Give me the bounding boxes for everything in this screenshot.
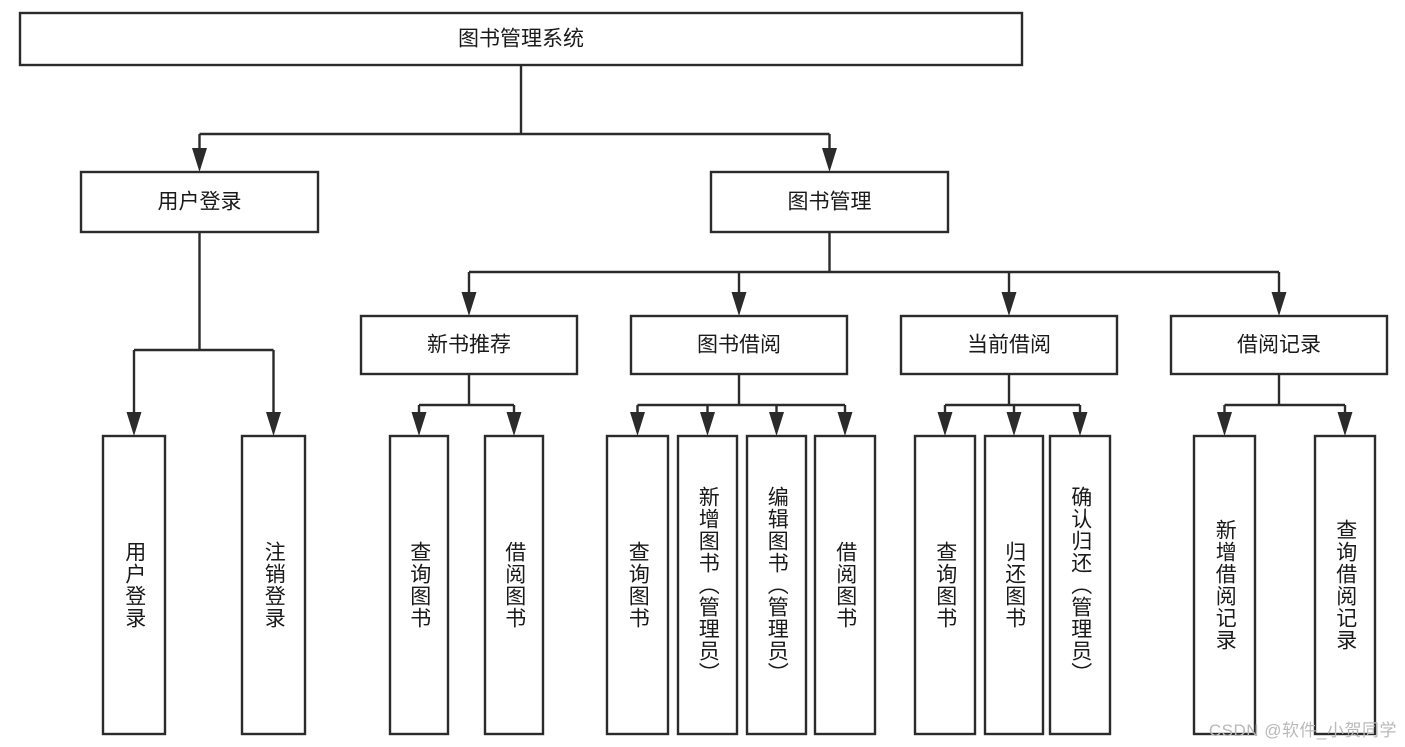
- leaf-node-5[interactable]: [676, 434, 739, 736]
- g-新书推荐-arrow-0: [411, 412, 427, 436]
- leaf-node-9[interactable]: [983, 434, 1045, 736]
- book-mgmt-arrow-0: [461, 292, 477, 316]
- leaf-node-6[interactable]: [745, 434, 808, 736]
- g-当前借阅-arrow-1: [1006, 412, 1022, 436]
- leaf-node-0[interactable]: [101, 434, 167, 736]
- node-新书推荐-label: 新书推荐: [427, 334, 511, 357]
- leaf-node-1[interactable]: [240, 434, 307, 736]
- node-借阅记录[interactable]: [1169, 314, 1389, 376]
- user-login-arrow-0: [126, 412, 142, 436]
- leaf-node-3[interactable]: [483, 434, 545, 736]
- node-图书借阅-label: 图书借阅: [697, 334, 781, 357]
- g-图书借阅-arrow-0: [630, 412, 645, 436]
- node-图书借阅[interactable]: [629, 314, 849, 376]
- node-当前借阅-label: 当前借阅: [967, 334, 1051, 357]
- leaf-node-11[interactable]: [1192, 434, 1257, 736]
- node-图书管理[interactable]: [709, 170, 950, 234]
- g-图书借阅-arrow-1: [700, 412, 715, 436]
- leaf-node-12[interactable]: [1313, 434, 1377, 736]
- leaf-node-2[interactable]: [388, 434, 450, 736]
- leaf-node-7[interactable]: [813, 434, 877, 736]
- g-当前借阅-arrow-2: [1072, 412, 1088, 436]
- root-arrow-0: [192, 148, 207, 172]
- g-图书借阅-arrow-3: [837, 412, 853, 436]
- node-root-label: 图书管理系统: [458, 28, 584, 51]
- g-图书借阅-arrow-2: [769, 412, 784, 436]
- g-新书推荐-arrow-1: [506, 412, 522, 436]
- node-图书管理-label: 图书管理: [788, 191, 872, 214]
- g-当前借阅-arrow-0: [937, 412, 953, 436]
- connector-layer: [126, 65, 1353, 436]
- user-login-arrow-1: [266, 412, 281, 436]
- leaf-node-8[interactable]: [913, 434, 977, 736]
- node-用户登录[interactable]: [79, 170, 320, 234]
- book-mgmt-arrow-1: [731, 292, 747, 316]
- g-借阅记录-arrow-1: [1337, 412, 1353, 436]
- node-借阅记录-label: 借阅记录: [1237, 334, 1321, 357]
- leaf-node-4[interactable]: [605, 434, 670, 736]
- g-借阅记录-arrow-0: [1217, 412, 1232, 436]
- watermark-text: CSDN @软件_小贺同学: [1208, 721, 1397, 740]
- root-arrow-1: [822, 148, 837, 172]
- book-mgmt-arrow-2: [1001, 292, 1017, 316]
- node-当前借阅[interactable]: [899, 314, 1119, 376]
- node-root[interactable]: [18, 11, 1024, 67]
- node-用户登录-label: 用户登录: [158, 191, 242, 214]
- node-新书推荐[interactable]: [359, 314, 579, 376]
- leaf-node-10[interactable]: [1048, 434, 1112, 736]
- book-mgmt-arrow-3: [1271, 292, 1287, 316]
